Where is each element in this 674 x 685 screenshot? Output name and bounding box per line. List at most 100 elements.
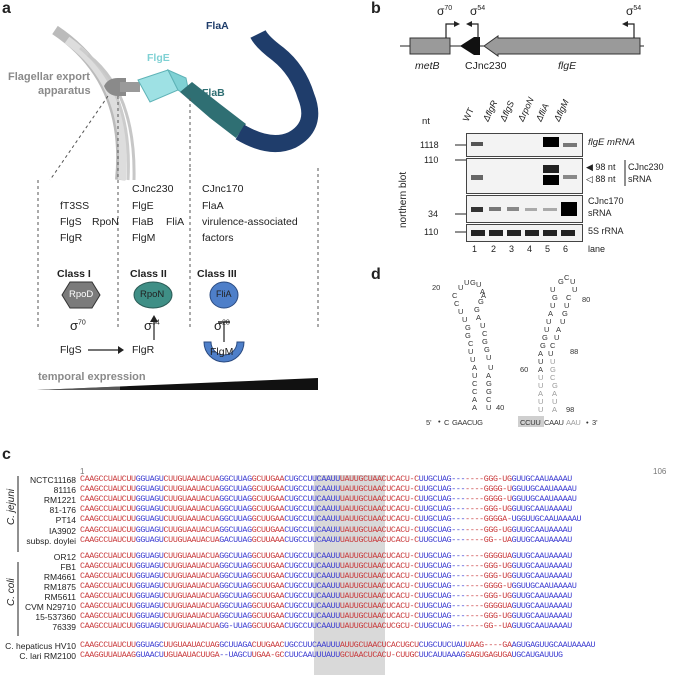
sequence-row: CAAGCCUAUCUUGGUAGUCUUGUAAUACUAGGCUUAGGCU… [80,592,572,602]
col3-item-0: CJnc170 [202,183,244,195]
sequence-row: CAAGCCUAUCUUGGUAGUCUUGUAAUACUAGGCUUAGGCU… [80,551,572,561]
col2-item-1: FlgE [132,200,154,212]
blot-5s-rrna [466,224,583,242]
svg-text:C: C [550,341,556,350]
position-start: 1 [80,467,85,476]
strain-label: RM5611 [44,592,77,603]
col1-extra: RpoN [92,216,119,228]
lane-header-2: ΔflgS [497,99,517,123]
svg-text:U: U [538,405,543,414]
row-label-cjnc230: CJnc230 [628,162,664,172]
svg-text:U: U [488,363,493,372]
col3-item-2: virulence-associated [202,216,298,228]
svg-text:C: C [566,293,572,302]
svg-text:U: U [538,397,543,406]
sigma-shapes [37,281,318,390]
rpod-hexagon [61,281,101,309]
svg-text:U: U [538,381,543,390]
sequence-row: CAAGCCUAUCUUGGUAGUCUUGUAAUACUAGGCUUAGGCU… [80,571,572,581]
svg-text:A: A [480,287,485,296]
temporal-wedge [37,378,318,390]
lane-header-4: ΔfliA [533,101,551,123]
temporal-label: temporal expression [38,371,146,383]
class-dividers [37,168,319,328]
metb-box [409,37,451,55]
promoter-sigma3: σ54 [626,4,642,18]
sequence-row: CAAGCCUAUCUUGGUAGUCUUGUAAUACUAGGCUUAGGCU… [80,582,577,591]
row-label-5s: 5S rRNA [588,226,624,236]
svg-text:C: C [452,291,458,300]
sequence-row: CAAGCCUAUCUUGGUAGUCUUGUAAUACUAGGCUUAGGCU… [80,515,582,525]
svg-text:G: G [470,278,476,287]
svg-text:A: A [472,363,477,372]
strain-label: 15-537360 [35,612,76,623]
sigma70-label: σ70 [70,318,86,333]
sequence-row: CAAGCCUAUCUUGGUAGUCUUGUAAUACUAGGCUUAGGCU… [80,612,572,622]
flab-label: FlaB [202,87,225,99]
num-98: 98 [566,405,574,414]
marker-ticks [455,144,466,233]
svg-text:U: U [468,347,473,356]
svg-text:•: • [586,418,589,427]
num-40: 40 [496,403,504,412]
col2-item-2: FlaB [132,216,154,228]
marker-2: 34 [428,209,439,219]
svg-text:A: A [476,313,481,322]
northern-blot-label: northern blot [398,171,409,228]
col3-item-1: FlaA [202,200,224,212]
bottom-seq-4: AAU [566,418,581,427]
svg-text:U: U [550,357,555,366]
col1-item-1: FlgS [60,216,82,228]
sequence-row: CAAGCCUAUCUUGGUAGUCUUGUAAUACUAGGCUUAGGCU… [80,505,572,515]
class1-label: Class I [57,268,91,280]
flab-segment-shape [180,82,246,138]
promoter-sigma1: σ70 [437,4,453,18]
sequence-row: CAAGCCUAUCUUGGUAGUCUUGUAAUACUAGACUUAGGCU… [80,535,572,545]
svg-text:A: A [538,365,543,374]
strain-label: IA3902 [49,525,76,536]
rpod-text: RpoD [69,289,94,300]
flgm-shape [203,341,245,363]
membrane-arcs [52,25,136,181]
bottom-seq-2: CCUU [520,418,540,427]
lane-number-3: 3 [509,244,515,254]
lane-header-5: ΔflgM [551,97,571,123]
export-apparatus-label-1: Flagellar export [8,71,90,83]
gene-map [400,21,644,57]
svg-text:U: U [472,371,477,380]
export-rod [120,82,140,92]
svg-text:C: C [550,373,556,382]
sequence-row: CAAGCCUAUCUUGGUAGUCUUGUAAUACUAGGCUUAGGCU… [80,602,572,612]
svg-text:U: U [470,355,475,364]
svg-text:U: U [486,403,491,412]
svg-text:G: G [552,381,558,390]
strain-label: 81116 [53,485,76,496]
svg-text:U: U [486,353,491,362]
svg-text:C: C [564,273,570,282]
panel-d-letter: d [371,266,381,283]
svg-text:G: G [562,309,568,318]
svg-text:A: A [552,405,557,414]
svg-text:A: A [472,395,477,404]
svg-text:U: U [572,285,577,294]
sequence-row: CAAGCCUAUCUUGGUAGUCUUGUAAUACUAGGCUUAGGCU… [80,485,577,495]
flagellum-diagram [49,25,319,181]
sigma54-label: σ54 [144,318,160,333]
svg-text:U: U [552,397,557,406]
marker-0: 1118 [420,140,439,150]
svg-text:A: A [481,291,486,300]
flge-label: FlgE [147,52,170,64]
blot-cjnc230 [466,158,583,194]
strain-label: C. lari RM2100 [19,650,76,661]
num-88: 88 [570,347,578,356]
five-prime: 5' [426,418,432,427]
sequence-row: CAAGCCUAUCUUGGUAGCUUGUAAUACUAGGCUUAGACUU… [80,640,596,650]
sigma28-label: σ28 [214,318,230,333]
svg-text:C: C [468,339,474,348]
svg-text:G: G [542,333,548,342]
lane-word: lane [588,244,606,254]
rpon-ellipse [133,281,173,309]
strain-label: OR12 [53,551,76,562]
